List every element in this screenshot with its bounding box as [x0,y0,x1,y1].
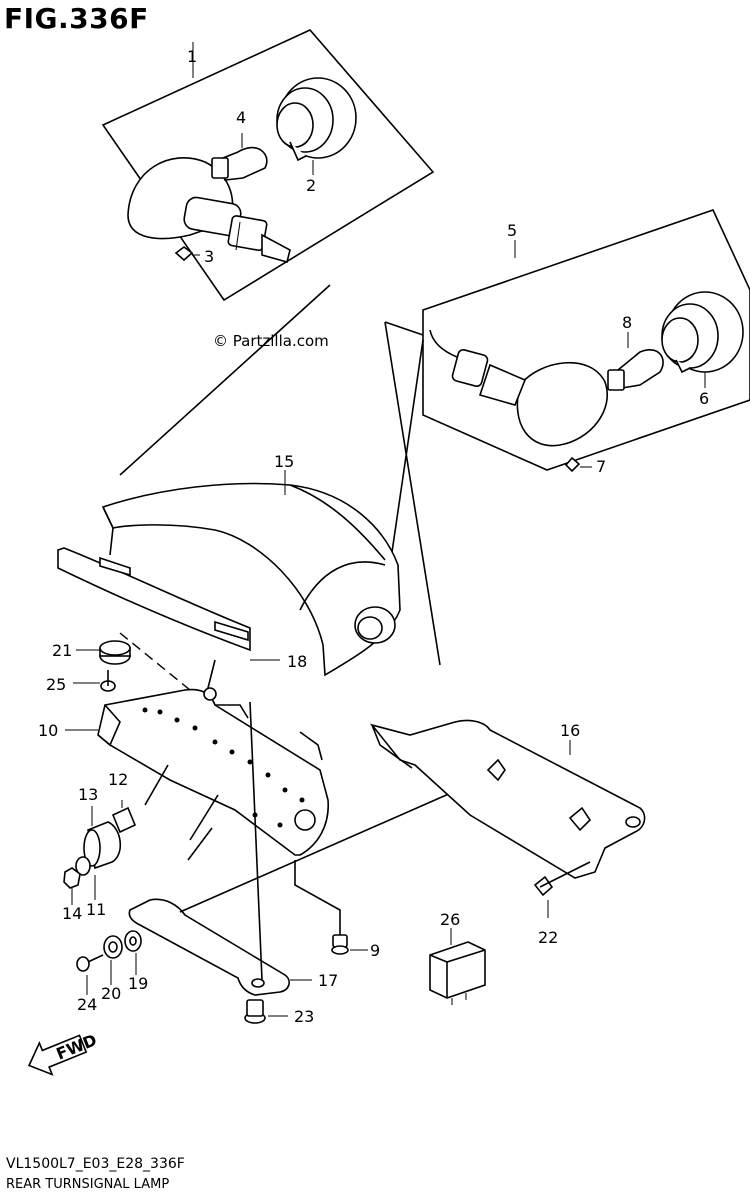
clamp-22 [533,861,591,918]
washer-11 [75,856,96,900]
callout-9: 9 [370,941,380,960]
bulb-4 [211,133,268,181]
bolt-9 [331,934,368,955]
callout-23: 23 [294,1007,314,1026]
leader-bracket-to-plate [249,701,263,981]
callout-19: 19 [128,974,148,993]
leader-plate-to-stay [179,777,486,913]
callout-12: 12 [108,770,128,789]
callout-5: 5 [507,221,517,240]
callout-11: 11 [86,900,106,919]
relay-26 [429,928,486,1005]
lamp-bracket-10 [65,687,329,856]
diagram-caption: REAR TURNSIGNAL LAMP [6,1177,170,1192]
callout-6: 6 [699,389,709,408]
figure-title: FIG.336F [4,2,149,35]
callout-8: 8 [622,313,632,332]
callout-21: 21 [52,641,72,660]
model-code: VL1500L7_E03_E28_336F [6,1156,185,1172]
callout-1: 1 [187,47,197,66]
callout-7: 7 [596,457,606,476]
callout-14: 14 [62,904,82,923]
callout-15: 15 [274,452,294,471]
license-stay-16 [369,719,646,879]
rear-fender-cover-15 [101,470,401,677]
callout-13: 13 [78,785,98,804]
grommet-21 [76,640,131,665]
callout-4: 4 [236,108,246,127]
screw-24 [76,954,104,995]
bracket-plate-17 [128,898,312,996]
lens-socket-2 [276,77,357,175]
collar-20 [103,935,123,985]
turnsignal-lens-right [429,329,608,447]
lens-socket-6 [661,291,744,388]
bulb-8 [607,332,664,391]
forward-arrow: FWD [27,1030,99,1076]
bolt-23 [244,999,288,1024]
callout-18: 18 [287,652,307,671]
reflector-strip-18 [57,547,280,661]
leader-bolt-9 [294,860,341,935]
fwd-label: FWD [53,1030,99,1063]
callout-16: 16 [560,721,580,740]
callout-20: 20 [101,984,121,1003]
callout-10: 10 [38,721,58,740]
nut-14 [63,867,81,905]
stud-bolts [144,764,219,861]
callout-2: 2 [306,176,316,195]
rubber-cap-13 [83,806,121,870]
callout-17: 17 [318,971,338,990]
callout-24: 24 [77,995,97,1014]
washer-19 [124,930,142,975]
callout-26: 26 [440,910,460,929]
callout-25: 25 [46,675,66,694]
callout-3: 3 [204,247,214,266]
screw-7 [564,456,592,473]
watermark: © Partzilla.com [213,332,329,350]
turnsignal-lens-left [127,157,291,263]
cushion-12 [111,800,137,834]
callout-22: 22 [538,928,558,947]
screw-25 [73,670,116,692]
leader-dash-21 [119,632,191,691]
screw-3 [174,246,200,262]
turnsignal-assembly-left-box [101,29,435,476]
